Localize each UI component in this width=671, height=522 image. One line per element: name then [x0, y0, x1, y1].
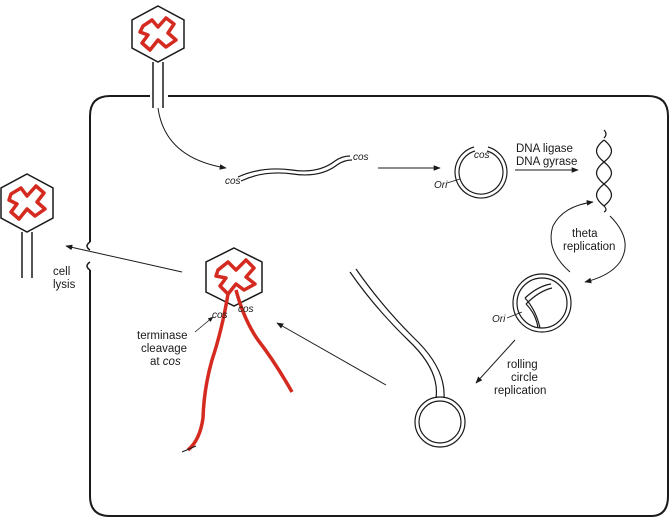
terminase-label-line1: terminase: [137, 330, 188, 342]
terminase-label-line3: at cos: [150, 356, 181, 368]
packaging-arrow: [276, 322, 387, 386]
theta-label-line1: theta: [572, 228, 598, 240]
circular-dna: cos Ori: [434, 146, 508, 199]
rolling-label-line3: replication: [494, 385, 546, 397]
phage-capsid-top: [131, 5, 185, 63]
injection-arrow: [157, 107, 227, 170]
released-phage: [0, 173, 54, 278]
ori-label-circle: Ori: [434, 180, 448, 191]
theta-replication-arrow-up: [550, 200, 594, 273]
lysis-label-line2: lysis: [53, 279, 76, 291]
theta-structure: [512, 273, 572, 333]
cos-label-circle: cos: [474, 150, 490, 161]
theta-label-line2: replication: [563, 241, 615, 253]
phage-capsid-packaging: [205, 247, 263, 307]
cos-label-linear-left: cos: [225, 176, 241, 187]
rolling-circle-arrow: [475, 339, 516, 384]
phage-dna-released: [7, 184, 47, 221]
lysis-label-line1: cell: [53, 266, 70, 278]
supercoiled-dna: [595, 129, 613, 213]
terminase-cos: cos: [163, 356, 181, 368]
bacterial-cell-membrane: [89, 95, 669, 517]
concatemer-right-strand: [234, 289, 294, 393]
packaged-dna: [214, 258, 257, 296]
linear-phage-dna: [237, 155, 351, 178]
ligase-label-line2: DNA gyrase: [516, 156, 577, 168]
cos-label-head-right: cos: [238, 304, 254, 315]
membrane-lysis-gap: [86, 241, 91, 271]
cos-label-linear-right: cos: [353, 152, 369, 163]
theta-replication-arrow-down: [584, 215, 626, 284]
terminase-pointer: [194, 316, 214, 333]
cos-label-head-left: cos: [212, 310, 228, 321]
rolling-label-line2: circle: [511, 372, 538, 384]
packaged-phage: cos cos: [181, 247, 294, 453]
rolling-label-line1: rolling: [507, 359, 538, 371]
terminase-label-line2: cleavage: [141, 343, 187, 355]
concatemer-left-strand: [186, 293, 230, 452]
phage-capsid-released: [0, 173, 54, 233]
phage-dna-top: [138, 16, 178, 52]
rolling-circle-dna: [349, 268, 466, 448]
ligase-label-line1: DNA ligase: [516, 143, 573, 155]
lysis-arrow: [65, 244, 183, 273]
ori-label-theta: Ori: [492, 314, 506, 325]
infecting-phage: [131, 5, 185, 108]
terminase-at: at: [150, 356, 163, 368]
